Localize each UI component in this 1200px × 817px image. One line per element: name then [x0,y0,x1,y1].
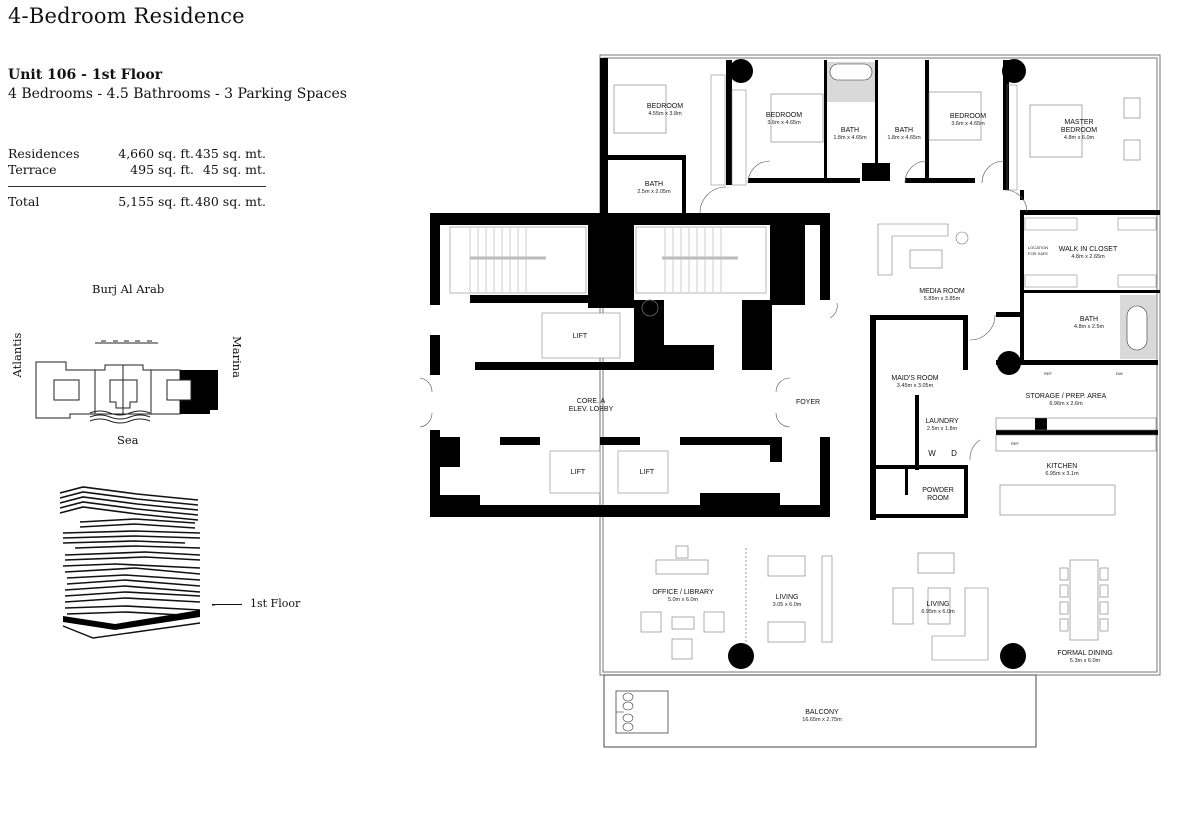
room-storage-label: STORAGE / PREP. AREA [1025,393,1107,400]
room-bath-3-label: BATH [894,127,914,134]
room-bath-3-dim: 1.8m x 4.65m [887,135,921,141]
lift-3-label: LIFT [639,469,655,476]
washer-label: W [928,449,936,458]
room-bath-2-label: BATH [840,127,860,134]
room-living-1-label: LIVING [775,594,799,601]
room-balcony-dim: 16.65m x 2.75m [802,717,842,723]
room-master-bath-label: BATH [1079,316,1099,323]
lift-2-label: LIFT [570,469,586,476]
area-divider [8,186,266,187]
room-balcony-label: BALCONY [805,709,839,716]
room-bath-1-dim: 2.5m x 2.05m [637,189,671,195]
area-sqft: 4,660 sq. ft. [118,146,194,161]
keymap-label-bottom: Sea [117,433,139,447]
room-bedroom-3-label: BEDROOM [949,113,987,120]
room-kitchen-label: KITCHEN [1046,463,1078,470]
room-office-label: OFFICE / LIBRARY [652,589,714,596]
area-sqm: 480 sq. mt. [194,194,266,209]
area-sqm: 435 sq. mt. [194,146,266,161]
room-core-label-2: ELEV. LOBBY [568,406,614,413]
room-closet-label: WALK IN CLOSET [1058,246,1118,253]
room-living-1-dim: 3.05 x 6.0m [772,602,802,608]
keymap-diagram [35,340,218,424]
room-laundry-label: LAUNDRY [925,418,959,425]
area-sqft: 5,155 sq. ft. [118,194,194,209]
room-core-label-1: CORE. A [576,398,606,405]
building-elevation-diagram [59,486,215,639]
room-storage-dim: 6.96m x 2.6m [1049,401,1083,407]
room-office-dim: 5.0m x 6.0m [667,597,699,603]
area-label: Terrace [8,162,57,177]
unit-summary: 4 Bedrooms - 4.5 Bathrooms - 3 Parking S… [8,86,347,102]
dryer-label: D [951,449,957,458]
ref-label-storage: REF [1044,371,1052,376]
room-bedroom-1-label: BEDROOM [646,103,684,110]
room-bath-2-dim: 1.8m x 4.65m [833,135,867,141]
area-table: Residences 4,660 sq. ft. 435 sq. mt. Ter… [8,146,266,210]
room-dining-label: FORMAL DINING [1057,650,1113,657]
area-row-total: Total 5,155 sq. ft. 480 sq. mt. [8,194,266,210]
room-media-dim: 5.85m x 3.85m [923,296,961,302]
lift-1-label: LIFT [572,333,588,340]
room-powder-label-1: POWDER [922,487,954,494]
room-bedroom-2-dim: 3.6m x 4.65m [767,120,801,126]
safe-location-label-1: LOCATION [1028,245,1049,250]
unit-label: Unit 106 - 1st Floor [8,67,163,83]
dishwasher-label: DW [1116,371,1123,376]
area-label: Residences [8,146,80,161]
room-master-label-1: MASTER [1064,119,1094,126]
room-bath-1-label: BATH [644,181,664,188]
room-powder-label-2: ROOM [927,495,949,502]
area-sqft: 495 sq. ft. [130,162,194,177]
area-row-residences: Residences 4,660 sq. ft. 435 sq. mt. [8,146,266,162]
room-master-label-2: BEDROOM [1060,127,1098,134]
room-dining-dim: 5.3m x 6.0m [1069,658,1101,664]
ref-label-kitchen: REF [1011,441,1019,446]
room-master-bath-dim: 4.8m x 2.5m [1073,324,1105,330]
page-title: 4-Bedroom Residence [8,4,245,28]
room-media-label: MEDIA ROOM [919,288,965,295]
room-bedroom-3-dim: 3.6m x 4.65m [951,121,985,127]
safe-location-label-2: FOR SAFE [1028,251,1049,256]
keymap-label-top: Burj Al Arab [92,282,165,296]
room-kitchen-dim: 6.95m x 3.1m [1045,471,1079,477]
area-row-terrace: Terrace 495 sq. ft. 45 sq. mt. [8,162,266,178]
room-maid-dim: 3.45m x 3.05m [896,383,934,389]
room-master-dim: 4.8m x 6.0m [1063,135,1095,141]
room-living-2-label: LIVING [926,601,950,608]
area-label: Total [8,194,40,209]
room-bedroom-1-dim: 4.55m x 3.8m [648,111,682,117]
room-laundry-dim: 2.5m x 1.8m [926,426,958,432]
floor-indicator-label: 1st Floor [250,597,301,610]
room-living-2-dim: 6.95m x 6.0m [921,609,955,615]
room-closet-dim: 4.8m x 2.65m [1071,254,1105,260]
room-bedroom-2-label: BEDROOM [765,112,803,119]
room-maid-label: MAID'S ROOM [891,375,939,382]
area-sqm: 45 sq. mt. [202,162,266,177]
floor-indicator-line [212,604,242,605]
room-foyer-label: FOYER [795,399,821,406]
